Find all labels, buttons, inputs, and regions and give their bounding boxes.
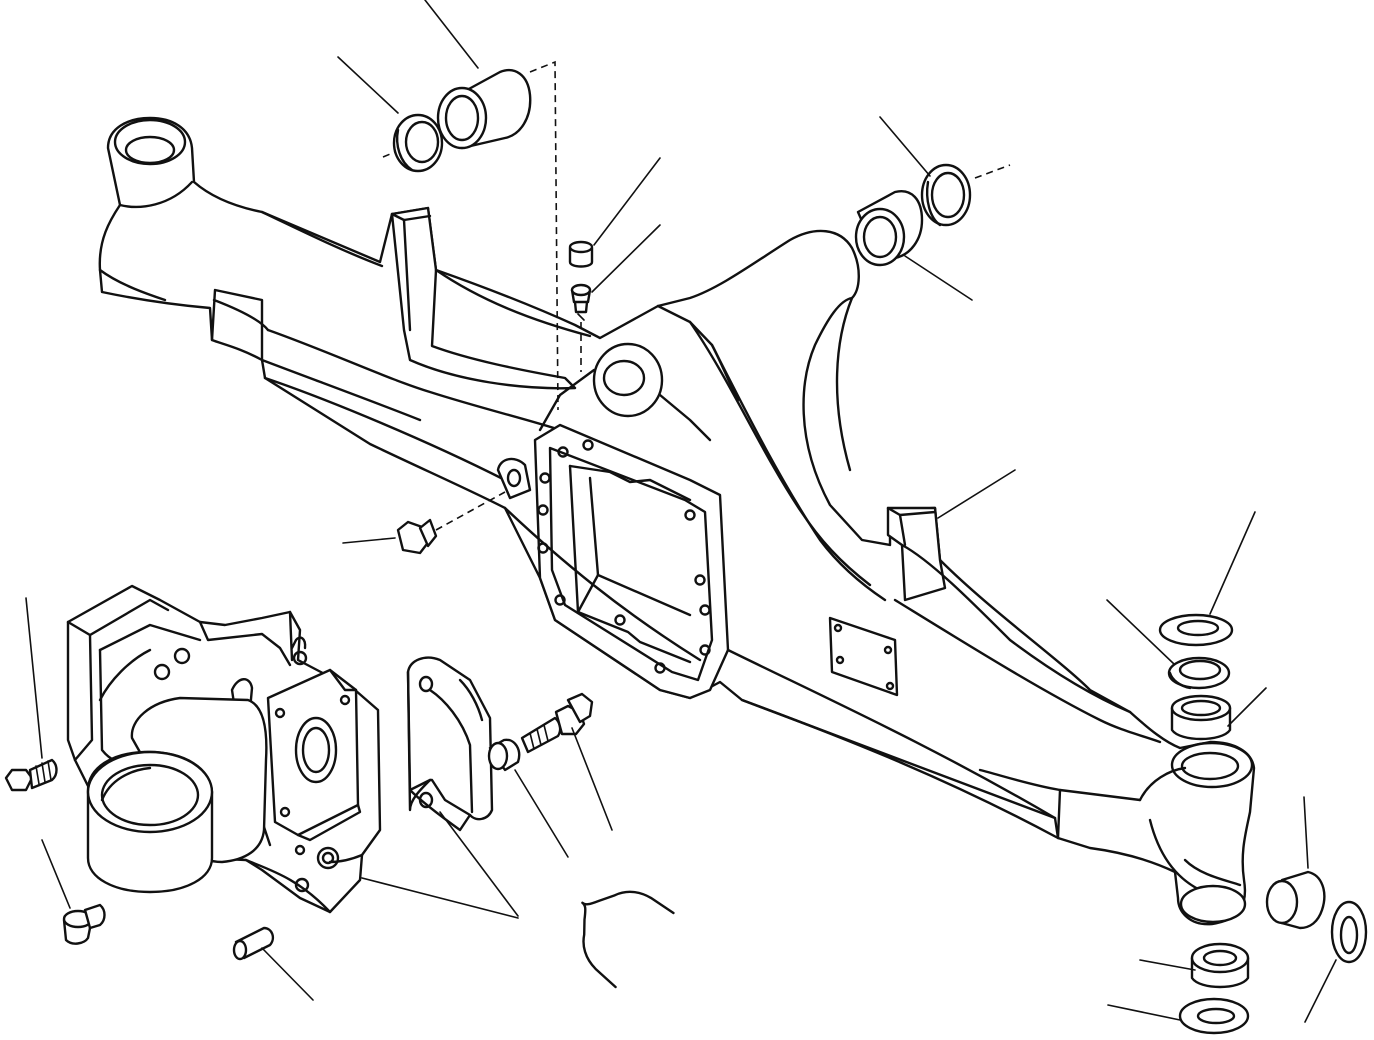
small-bushing — [487, 738, 569, 858]
bushing-top-right — [854, 190, 924, 267]
leader-lines-top-left — [337, 0, 559, 411]
seal-ring-top-left — [392, 113, 444, 173]
bolt-center — [520, 692, 613, 831]
leader-lines-top-right — [879, 116, 1011, 301]
bolt-left — [4, 597, 58, 792]
axle-housing — [98, 116, 1256, 926]
differential-carrier — [66, 584, 519, 919]
group-brace — [581, 890, 675, 989]
seal-ring-top-right — [920, 163, 972, 227]
leader-line-right-gusset — [937, 469, 1016, 519]
pivot-thrust-washer-top — [1158, 511, 1256, 647]
drain-plug — [342, 491, 506, 555]
pivot-seal-top — [1106, 599, 1231, 690]
pivot-bushing-side — [1265, 796, 1326, 930]
pivot-bushing-bottom — [1139, 942, 1250, 989]
pivot-washer-side — [1304, 900, 1368, 1023]
plug-left — [41, 839, 106, 945]
pivot-washer-bottom — [1107, 997, 1250, 1035]
pivot-bushing-top — [1170, 687, 1267, 741]
bushing-top-left — [436, 69, 532, 150]
grease-cap — [568, 157, 661, 268]
dowel-pin — [232, 926, 314, 1001]
grease-nipple — [570, 224, 661, 372]
bearing-cap — [406, 656, 519, 917]
